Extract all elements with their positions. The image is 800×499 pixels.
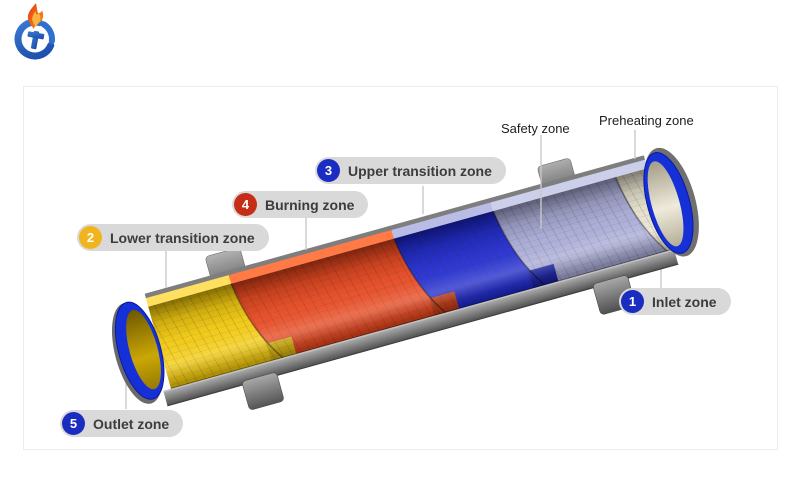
- interior-highlight: [148, 168, 671, 389]
- badge-upper-transition-zone: 3 Upper transition zone: [315, 157, 506, 184]
- shell-band: [163, 249, 679, 407]
- strip-lower-transition: [145, 275, 232, 307]
- logo-swoosh-icon: [14, 18, 56, 60]
- badge-lower-transition-zone: 2 Lower transition zone: [77, 224, 269, 251]
- label-safety-zone: Safety zone: [501, 121, 570, 136]
- leader-lines-front: [165, 130, 636, 288]
- badge-label: Inlet zone: [652, 293, 717, 310]
- badge-label: Upper transition zone: [348, 162, 492, 179]
- label-preheating-zone: Preheating zone: [599, 113, 694, 128]
- badge-number-5: 5: [62, 412, 85, 435]
- strip-upper-transition: [391, 202, 494, 239]
- badge-label: Lower transition zone: [110, 229, 255, 246]
- badge-burning-zone: 4 Burning zone: [232, 191, 369, 218]
- badge-number-4: 4: [234, 193, 257, 216]
- badge-number-3: 3: [317, 159, 340, 182]
- support-tyre-1-bottom: [242, 372, 284, 410]
- logo-flame-icon: [27, 3, 44, 29]
- zone-seams: [230, 176, 668, 359]
- outlet-opening: [126, 309, 161, 390]
- badge-outlet-zone: 5 Outlet zone: [60, 410, 184, 437]
- strip-burning: [228, 229, 394, 284]
- kiln-body: [111, 147, 699, 410]
- badge-inlet-zone: 1 Inlet zone: [619, 288, 731, 315]
- shell-top-edge: [144, 155, 646, 299]
- inlet-opening: [647, 161, 684, 247]
- strip-safety: [490, 159, 648, 212]
- badge-label: Outlet zone: [93, 415, 170, 432]
- badge-label: Burning zone: [265, 196, 355, 213]
- shell-band-highlight: [163, 249, 675, 393]
- company-logo: [14, 3, 56, 60]
- badge-number-2: 2: [79, 226, 102, 249]
- badge-number-1: 1: [621, 290, 644, 313]
